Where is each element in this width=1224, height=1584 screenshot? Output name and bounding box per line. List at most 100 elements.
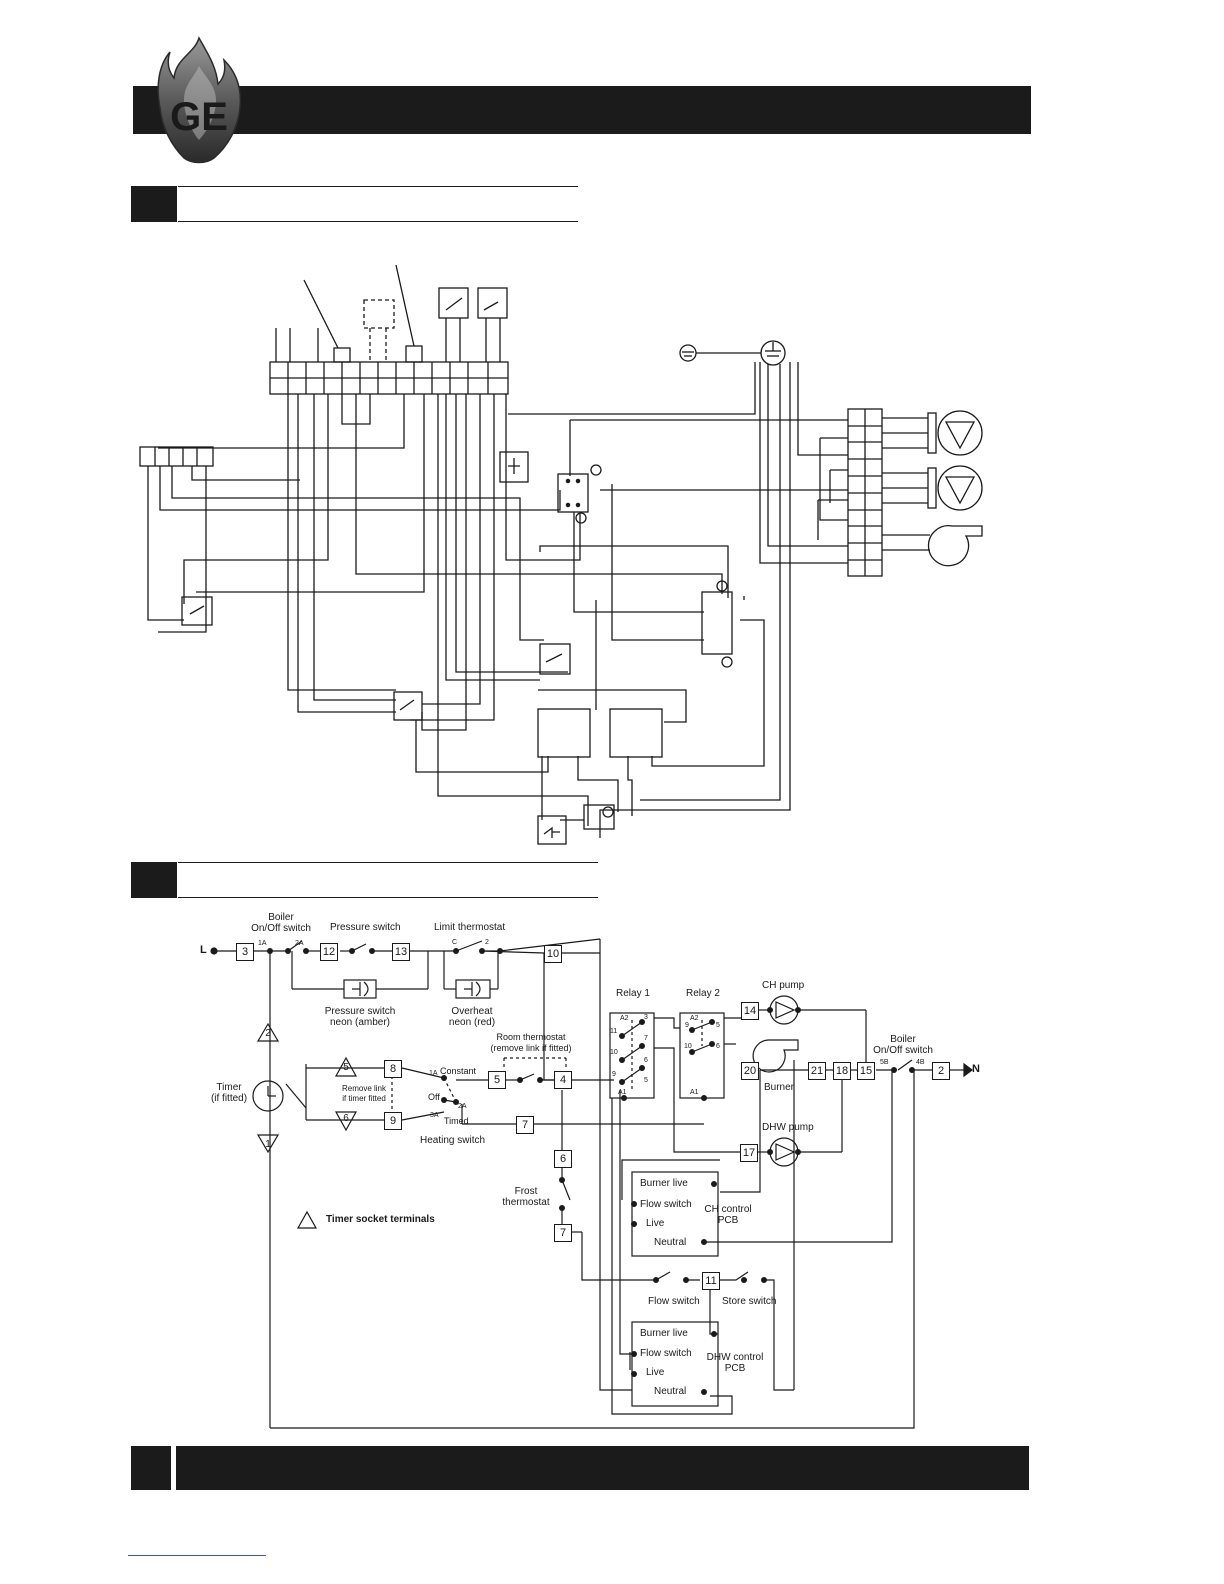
ch-burner-live: Burner live [640, 1178, 688, 1189]
contact-2A-heating: 2A [458, 1103, 467, 1110]
terminal-13: 13 [392, 943, 410, 961]
contact-C: C [452, 939, 458, 946]
timer-socket-1: 1 [265, 1139, 271, 1150]
timer-socket-6: 6 [343, 1113, 349, 1124]
relay-1 [609, 1012, 655, 1099]
terminal-8: 8 [384, 1060, 402, 1078]
label-timed: Timed [444, 1116, 469, 1126]
terminal-21: 21 [808, 1062, 826, 1080]
relay1-A1: A1 [618, 1089, 627, 1096]
label-relay-2: Relay 2 [686, 988, 720, 999]
label-constant: Constant [440, 1066, 477, 1076]
label-frost-thermostat: Frost thermostat [502, 1186, 550, 1208]
terminal-14: 14 [741, 1002, 759, 1020]
relay1-7: 7 [644, 1035, 648, 1042]
legend-triangle-icon [296, 1210, 318, 1229]
terminal-11: 11 [702, 1272, 720, 1290]
switch-mid [539, 643, 571, 675]
contact-4B: 4B [916, 1059, 925, 1066]
timer-socket-2: 2 [265, 1028, 271, 1039]
relay1-A2: A2 [620, 1015, 629, 1022]
relay2-A2: A2 [690, 1015, 699, 1022]
section-2-rule-bottom [178, 897, 598, 898]
terminal-4: 4 [554, 1071, 572, 1089]
section-1-marker [131, 186, 177, 222]
relay1-5: 5 [644, 1077, 648, 1084]
ch-control-pcb [631, 1171, 719, 1257]
dhw-burner-live: Burner live [640, 1328, 688, 1339]
contact-1A: 1A [258, 940, 267, 947]
terminal-7a: 7 [516, 1116, 534, 1134]
label-live: L [200, 944, 207, 956]
page-number-box [131, 1446, 171, 1490]
section-1-rule-top [178, 186, 578, 187]
contact-5B: 5B [880, 1059, 889, 1066]
label-pressure-neon: Pressure switch neon (amber) [324, 1006, 396, 1028]
label-boiler-switch-right: Boiler On/Off switch [873, 1034, 933, 1056]
section-2-marker [131, 862, 177, 898]
pcb-left [537, 708, 591, 758]
label-flow-switch: Flow switch [648, 1296, 700, 1307]
dhw-control-pcb [631, 1321, 719, 1407]
switch-heating [393, 691, 423, 721]
header-bar [133, 86, 1031, 134]
label-neutral: N [972, 1063, 980, 1075]
label-boiler-switch-top: Boiler On/Off switch [251, 912, 311, 934]
label-heating-switch: Heating switch [420, 1135, 486, 1146]
dhw-neutral: Neutral [654, 1386, 687, 1397]
frost-stat-symbol [537, 815, 567, 845]
ch-flow-switch: Flow switch [640, 1199, 692, 1210]
label-pressure-switch: Pressure switch [330, 922, 401, 933]
contact-2: 2 [485, 939, 489, 946]
section-2-rule-top [178, 862, 598, 863]
terminal-12: 12 [320, 943, 338, 961]
contact-1A-heating: 1A [429, 1070, 438, 1077]
terminal-9: 9 [384, 1112, 402, 1130]
label-burner: Burner [764, 1082, 795, 1093]
label-ch-pump: CH pump [762, 980, 805, 991]
label-overheat-neon: Overheat neon (red) [448, 1006, 496, 1028]
relay1-6: 6 [644, 1057, 648, 1064]
terminal-3: 3 [236, 943, 254, 961]
relay2-5: 5 [716, 1022, 720, 1029]
label-dhw-pump: DHW pump [762, 1122, 814, 1133]
label-ch-pcb: CH control PCB [704, 1204, 752, 1226]
terminal-7b: 7 [554, 1224, 572, 1242]
terminal-17: 17 [740, 1144, 758, 1162]
label-dhw-pcb: DHW control PCB [706, 1352, 764, 1374]
switch-left [181, 596, 213, 626]
dhw-live: Live [646, 1367, 665, 1378]
terminal-18: 18 [833, 1062, 851, 1080]
footer-link-underline [128, 1555, 266, 1556]
relay2-6: 6 [716, 1043, 720, 1050]
ch-live: Live [646, 1218, 665, 1229]
dhw-flow-switch: Flow switch [640, 1348, 692, 1359]
label-limit-thermostat: Limit thermostat [434, 922, 506, 933]
label-remove-link: Remove link if timer fitted [341, 1084, 386, 1103]
pcb-right [609, 708, 663, 758]
label-timer: Timer (if fitted) [210, 1082, 248, 1104]
section-1-rule-bottom [178, 221, 578, 222]
terminal-2: 2 [932, 1062, 950, 1080]
relay1-11: 11 [610, 1028, 618, 1035]
terminal-block-right [847, 408, 883, 577]
label-room-thermostat: Room thermostat (remove link if fitted) [490, 1032, 572, 1053]
terminal-block-main [269, 361, 509, 395]
contact-2A: 2A [295, 940, 304, 947]
terminal-6: 6 [554, 1150, 572, 1168]
terminal-15: 15 [857, 1062, 875, 1080]
relay-right [701, 591, 733, 655]
terminal-earth [583, 804, 615, 830]
ch-neutral: Neutral [654, 1237, 687, 1248]
relay1-10: 10 [610, 1049, 618, 1056]
relay2-A1: A1 [690, 1089, 699, 1096]
logo-letters: GE [170, 95, 228, 139]
label-store-switch: Store switch [722, 1296, 777, 1307]
terminal-10: 10 [544, 945, 562, 963]
relay2-10: 10 [684, 1043, 692, 1050]
label-off: Off [428, 1092, 440, 1102]
terminal-20: 20 [741, 1062, 759, 1080]
